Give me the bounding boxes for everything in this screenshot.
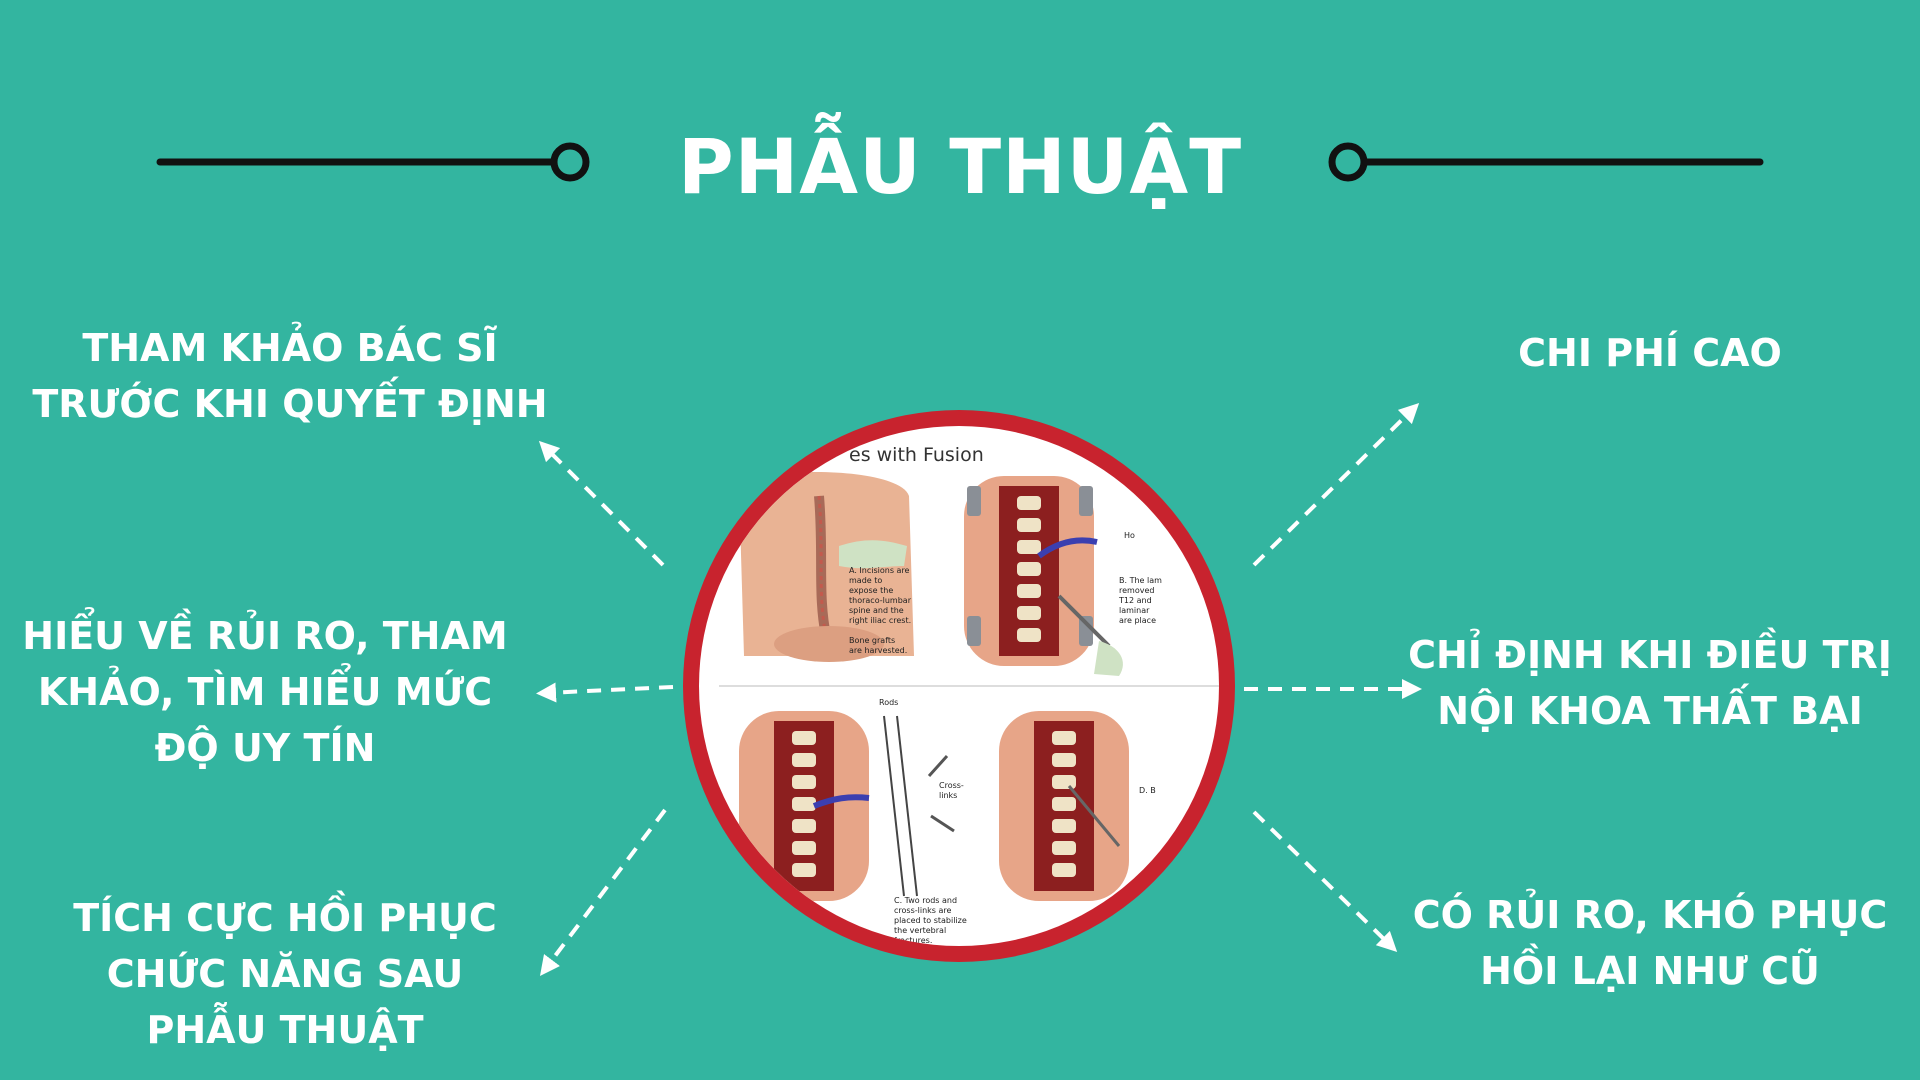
label-rods: Rods (879, 698, 899, 707)
left-item-active-recovery: TÍCH CỰC HỒI PHỤC CHỨC NĂNG SAU PHẪU THU… (73, 896, 497, 1052)
right-item-high-cost: CHI PHÍ CAO (1518, 331, 1782, 375)
caption-a: A. Incisions are made to expose the thor… (849, 566, 912, 655)
caption-c: C. Two rods and cross-links are placed t… (894, 896, 967, 945)
title-line-right (1328, 142, 1764, 182)
page-title: PHẪU THUẬT (677, 122, 1243, 211)
surgery-illustration: es with Fusion A. Incisions are made to … (683, 410, 1235, 962)
arrow-top-right (1252, 402, 1420, 567)
left-item-understand-risk: HIỂU VỀ RỦI RO, THAM KHẢO, TÌM HIỂU MỨC … (22, 614, 508, 770)
arrow-bottom-left (539, 808, 667, 976)
label-cross-links: Cross- links (939, 781, 964, 800)
surgery-illustration-image: es with Fusion A. Incisions are made to … (699, 426, 1219, 946)
left-item-consult-doctor: THAM KHẢO BÁC SĨ TRƯỚC KHI QUYẾT ĐỊNH (32, 326, 548, 426)
label-ho: Ho (1124, 531, 1135, 540)
caption-b: B. The lam removed T12 and laminar are p… (1119, 576, 1162, 625)
arrow-bottom-right (1252, 810, 1398, 952)
label-d: D. B (1139, 786, 1156, 795)
arrow-top-left (538, 440, 665, 567)
arrow-middle-left (536, 682, 674, 703)
right-item-risk-recovery: CÓ RỦI RO, KHÓ PHỤC HỒI LẠI NHƯ CŨ (1412, 893, 1888, 993)
figure-header: es with Fusion (849, 444, 984, 466)
title-line-left (156, 142, 590, 182)
spine-surgery-drawing (719, 472, 1219, 901)
right-item-indication: CHỈ ĐỊNH KHI ĐIỀU TRỊ NỘI KHOA THẤT BẠI (1408, 633, 1892, 733)
